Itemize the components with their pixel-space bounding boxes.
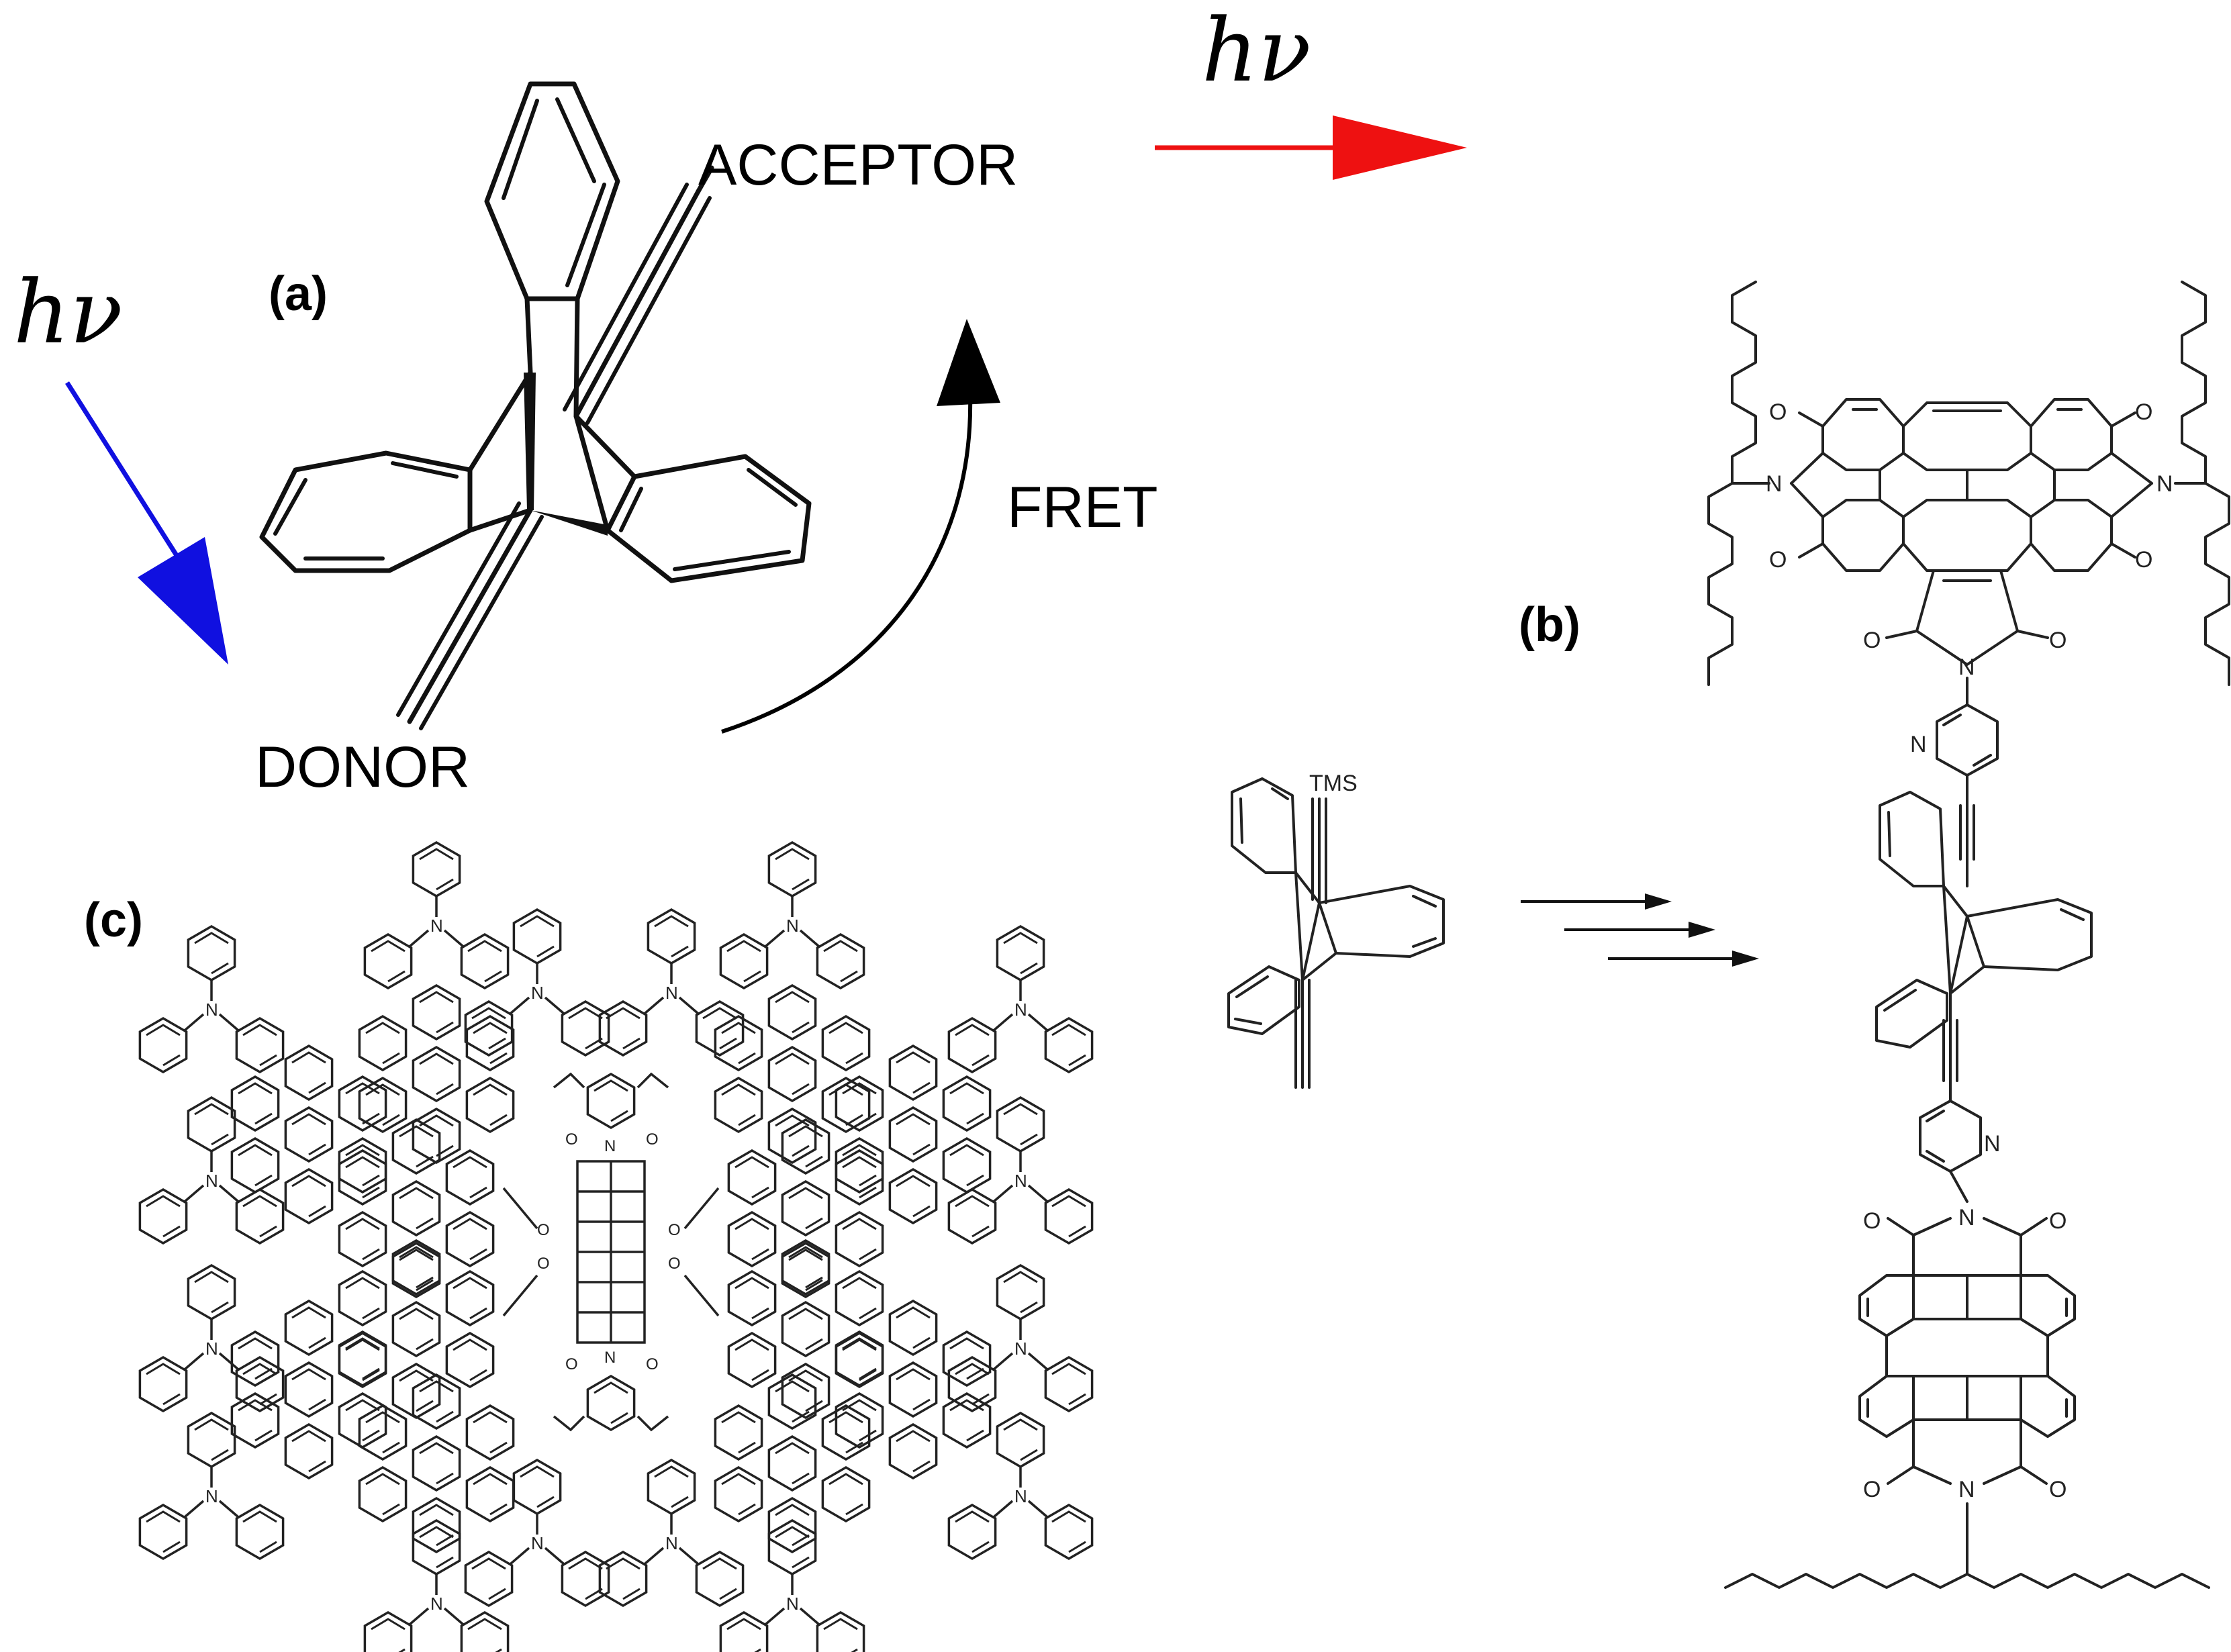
dendrimer: N N O O O O O O O O [140, 842, 1092, 1652]
n-atom: N [1910, 732, 1927, 757]
o-atom: O [537, 1255, 550, 1273]
curved-arrow-icon [721, 319, 1000, 734]
o-atom: O [1863, 628, 1881, 653]
o-atom: O [1769, 547, 1787, 573]
n-atom: N [1958, 1205, 1975, 1230]
lower-pyridine: N [1919, 1100, 2001, 1203]
upper-perylene-diimide: N N O O O O O O N [1707, 281, 2230, 706]
panel-label-a: (a) [269, 267, 328, 321]
panel-label-b: (b) [1519, 598, 1580, 652]
o-atom: O [668, 1221, 681, 1239]
n-atom: N [1958, 654, 1975, 680]
arrow-right-icon [1155, 115, 1467, 180]
arrow-down-right-icon [65, 381, 228, 665]
o-atom: O [565, 1130, 578, 1149]
upper-pyridine: N [1910, 703, 1999, 887]
o-atom: O [1769, 399, 1787, 425]
n-atom: N [604, 1137, 616, 1155]
n-atom: N [604, 1349, 616, 1367]
o-atom: O [2135, 547, 2152, 573]
lower-perylene-diimide: N O O N O O [1724, 1205, 2210, 1589]
n-atom: N [1958, 1477, 1975, 1502]
o-atom: O [565, 1355, 578, 1373]
fret-label: FRET [1007, 475, 1158, 540]
multistep-arrows-icon [1521, 893, 1759, 967]
o-atom: O [646, 1130, 659, 1149]
product-triptycene [1875, 791, 2093, 1102]
o-atom: O [1863, 1208, 1881, 1234]
o-atom: O [2049, 1477, 2067, 1502]
n-atom: N [1766, 471, 1783, 497]
donor-label: DONOR [255, 735, 470, 799]
triptycene-a [259, 81, 812, 730]
o-atom: O [2049, 628, 2067, 653]
panel-label-c: (c) [84, 893, 143, 947]
n-atom: N [2156, 471, 2173, 497]
o-atom: O [668, 1255, 681, 1273]
o-atom: O [2049, 1208, 2067, 1234]
starting-triptycene [1227, 777, 1445, 1089]
o-atom: O [1863, 1477, 1881, 1502]
n-atom: N [1984, 1131, 2001, 1157]
o-atom: O [646, 1355, 659, 1373]
o-atom: O [2135, 399, 2152, 425]
hv-emission-label: hν [1202, 0, 1311, 101]
tms-label: TMS [1309, 771, 1358, 796]
o-atom: O [537, 1221, 550, 1239]
acceptor-label: ACCEPTOR [698, 133, 1018, 197]
hv-excitation-label: hν [13, 261, 123, 363]
